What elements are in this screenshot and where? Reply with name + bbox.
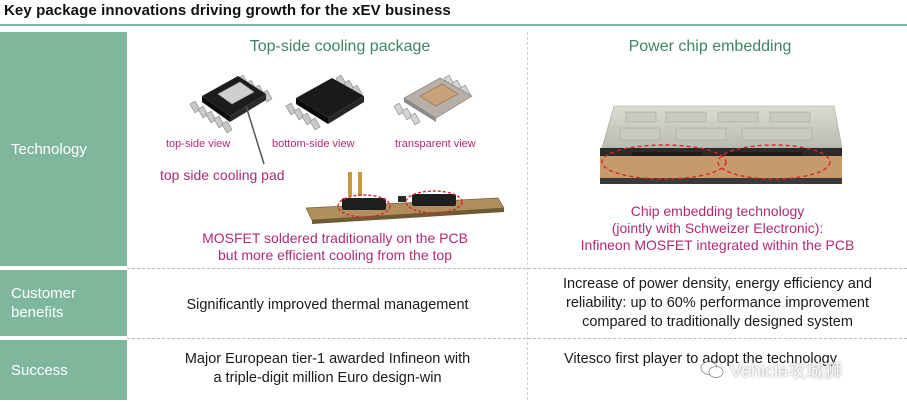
- row-label-technology: Technology: [0, 32, 127, 266]
- row-label-success-text: Success: [11, 361, 68, 379]
- left-success-line1: Major European tier-1 awarded Infineon w…: [184, 351, 471, 367]
- left-success-line2: a triple-digit million Euro design-win: [213, 370, 442, 386]
- row-label-technology-text: Technology: [11, 140, 87, 158]
- right-note-line1: Chip embedding technology: [630, 203, 805, 219]
- package-top-side-image: [189, 74, 273, 134]
- package-transparent-image: [393, 74, 473, 126]
- package-bottom-side-body: [296, 78, 364, 118]
- pcb-with-mosfet-image: [305, 172, 505, 224]
- embedded-pcb-pads: [619, 111, 813, 141]
- right-note-line2: (jointly with Schweizer Electronic):: [611, 220, 824, 236]
- pcb-board-edge: [312, 208, 504, 224]
- embedded-pcb-layer-copper: [600, 156, 842, 178]
- row-label-customer-line1: Customer: [11, 285, 77, 302]
- package-transparent-edge: [404, 98, 436, 122]
- row-label-customer-benefits: Customer benefits: [0, 270, 127, 336]
- embedded-highlight-left: [601, 144, 727, 180]
- cooling-pad-pointer-line: [245, 105, 265, 165]
- pcb-connector-pins-2: [358, 172, 362, 196]
- embedded-chip-pcb-image: [600, 105, 843, 184]
- right-note-line3: Infineon MOSFET integrated within the PC…: [580, 237, 855, 253]
- row-label-success: Success: [0, 340, 127, 400]
- label-transparent-view: transparent view: [395, 138, 476, 150]
- package-bottom-side-body-edge-right: [328, 96, 364, 124]
- package-top-side-body-edge-right: [230, 94, 266, 122]
- pcb-highlight-right: [405, 190, 463, 214]
- right-technology-note: Chip embedding technology (jointly with …: [530, 203, 905, 254]
- left-column-heading: Top-side cooling package: [249, 38, 431, 55]
- title-underline: [0, 24, 907, 26]
- left-technology-note: MOSFET soldered traditionally on the PCB…: [150, 230, 520, 264]
- label-bottom-side-view: bottom-side view: [272, 138, 355, 150]
- package-top-side-body-edge: [202, 96, 230, 122]
- package-transparent-die: [419, 83, 459, 107]
- left-customer-benefit: Significantly improved thermal managemen…: [186, 297, 469, 313]
- left-note-line1: MOSFET soldered traditionally on the PCB: [202, 230, 468, 246]
- right-customer-benefit: Increase of power density, energy effici…: [528, 275, 907, 332]
- row-label-customer-line2: benefits: [11, 304, 64, 321]
- watermark: Vehicle攻城狮: [700, 357, 842, 383]
- pcb-highlight-left: [337, 194, 391, 218]
- cooling-pad-pointer: [245, 105, 265, 165]
- embedded-pcb-chips: [632, 152, 802, 156]
- pcb-component-left: [342, 198, 386, 210]
- right-column-heading: Power chip embedding: [628, 38, 792, 55]
- slide-title: Key package innovations driving growth f…: [4, 2, 451, 19]
- right-benefit-line3: compared to traditionally designed syste…: [582, 314, 853, 330]
- watermark-text: Vehicle攻城狮: [730, 361, 843, 381]
- embedded-highlight-right: [717, 144, 831, 180]
- column-divider: [527, 32, 528, 400]
- package-bottom-side-body-edge: [296, 98, 328, 124]
- package-bottom-side-image: [285, 74, 364, 131]
- label-top-side-cooling-pad: top side cooling pad: [160, 167, 285, 183]
- label-top-side-view: top-side view: [166, 138, 231, 150]
- left-success: Major European tier-1 awarded Infineon w…: [128, 350, 527, 388]
- embedded-pcb-layer-base: [600, 178, 842, 184]
- package-top-side-cooling-pad: [217, 81, 255, 105]
- pcb-connector-pins: [348, 172, 352, 196]
- pcb-component-right: [412, 194, 456, 206]
- row-divider-2: [127, 338, 907, 339]
- row-label-customer-benefits-text: Customer benefits: [11, 284, 76, 322]
- package-transparent-leads: [393, 74, 471, 126]
- right-success: Vitesco first player to adopt the techno…: [564, 351, 837, 367]
- right-benefit-line1: Increase of power density, energy effici…: [563, 276, 872, 292]
- wechat-icon: [700, 361, 724, 378]
- embedded-pcb-layer-dark: [600, 148, 842, 156]
- pcb-component-small: [398, 196, 406, 202]
- row-divider-1: [127, 268, 907, 269]
- right-benefit-line2: reliability: up to 60% performance impro…: [565, 295, 870, 311]
- left-note-line2: but more efficient cooling from the top: [218, 247, 452, 263]
